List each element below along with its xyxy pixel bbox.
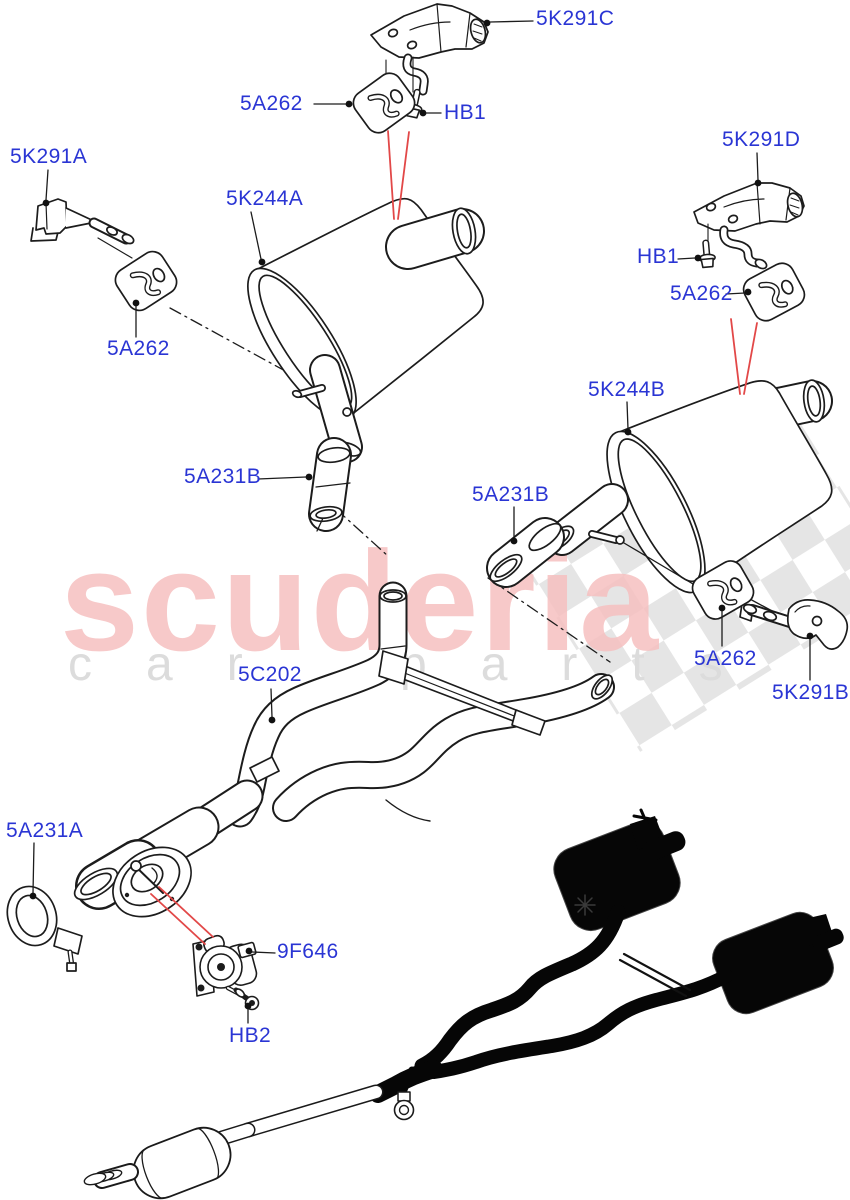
insulator-5A262-top: [352, 72, 416, 134]
actuator-9F646: [192, 934, 258, 1001]
assembly-axis-lines: [169, 307, 611, 663]
part-label-5A262-right[interactable]: 5A262: [670, 282, 733, 305]
bolt-HB1-right: [698, 239, 716, 269]
part-label-5A262-bottom[interactable]: 5A262: [694, 647, 757, 670]
part-label-9F646[interactable]: 9F646: [277, 940, 339, 963]
leader-lines: [29, 19, 814, 1024]
part-label-HB1-right[interactable]: HB1: [637, 245, 680, 268]
part-label-5A262-left[interactable]: 5A262: [107, 337, 170, 360]
part-label-5A231B-left[interactable]: 5A231B: [184, 465, 262, 488]
part-label-5C202[interactable]: 5C202: [238, 663, 302, 686]
clamp-5A231A: [6, 885, 83, 972]
muffler-5K244B: [545, 379, 833, 613]
insulator-5A262-left: [114, 250, 178, 312]
locator-arrows: [150, 130, 758, 945]
coupler-5A231B-right: [486, 517, 565, 588]
part-label-5A231A[interactable]: 5A231A: [6, 819, 84, 842]
part-label-5K244A[interactable]: 5K244A: [226, 187, 304, 210]
part-label-5K291B[interactable]: 5K291B: [772, 681, 850, 704]
part-label-5A262-top[interactable]: 5A262: [240, 92, 303, 115]
part-label-HB1-top[interactable]: HB1: [444, 101, 487, 124]
muffler-5K244A: [247, 197, 485, 463]
insulator-5A262-right: [742, 262, 806, 322]
coupler-5A231B-left: [308, 437, 352, 532]
part-label-5K291C[interactable]: 5K291C: [536, 7, 615, 30]
part-label-5K291A[interactable]: 5K291A: [10, 145, 88, 168]
assembled-view-silhouette: [83, 799, 844, 1200]
insulator-5A262-bottom: [691, 560, 755, 620]
part-label-5K291D[interactable]: 5K291D: [722, 128, 801, 151]
bracket-5K291B: [739, 599, 849, 650]
part-label-5A231B-right[interactable]: 5A231B: [472, 483, 550, 506]
bracket-5K291A: [30, 198, 135, 259]
bracket-5K291C: [370, 3, 489, 99]
centre-pipe-5C202: [73, 581, 615, 918]
part-label-5K244B[interactable]: 5K244B: [588, 378, 666, 401]
part-label-HB2[interactable]: HB2: [229, 1024, 272, 1047]
bracket-5K291D: [693, 182, 805, 270]
